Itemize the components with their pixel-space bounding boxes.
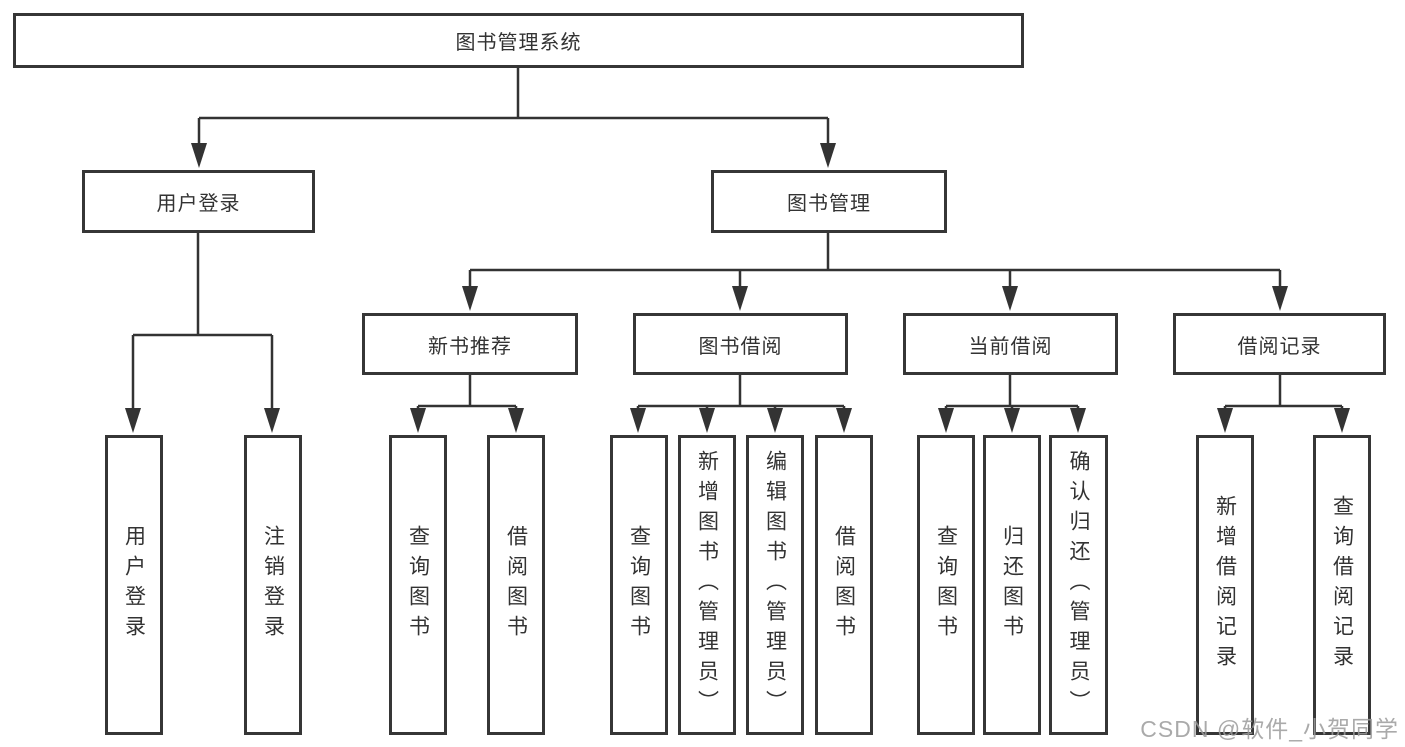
leaf-record-query-label: 查询借阅记录 <box>1330 495 1354 675</box>
connector-user-login <box>125 233 280 433</box>
leaf-current-return: 归还图书 <box>983 435 1041 735</box>
leaf-logout: 注销登录 <box>244 435 302 735</box>
leaf-borrow-add: 新增图书（管理员） <box>678 435 736 735</box>
leaf-record-add-label: 新增借阅记录 <box>1213 495 1237 675</box>
connector-current-borrow <box>938 375 1086 433</box>
node-borrow-records-label: 借阅记录 <box>1237 335 1322 358</box>
leaf-current-confirm: 确认归还（管理员） <box>1049 435 1108 735</box>
connector-new-book <box>410 375 524 433</box>
leaf-current-query: 查询图书 <box>917 435 975 735</box>
leaf-borrow-edit: 编辑图书（管理员） <box>746 435 804 735</box>
node-book-mgmt-label: 图书管理 <box>787 193 871 215</box>
csdn-watermark: CSDN @软件_小贺同学 <box>1140 716 1399 742</box>
leaf-newbook-query: 查询图书 <box>389 435 447 735</box>
leaf-borrow-borrow: 借阅图书 <box>815 435 873 735</box>
node-current-borrow-label: 当前借阅 <box>968 335 1053 358</box>
node-book-borrow: 图书借阅 <box>633 313 848 375</box>
leaf-newbook-borrow: 借阅图书 <box>487 435 545 735</box>
node-book-borrow-label: 图书借阅 <box>698 335 783 358</box>
node-new-book-rec: 新书推荐 <box>362 313 578 375</box>
leaf-record-query: 查询借阅记录 <box>1313 435 1371 735</box>
leaf-user-login: 用户登录 <box>105 435 163 735</box>
leaf-newbook-borrow-label: 借阅图书 <box>504 525 528 645</box>
node-user-login-label: 用户登录 <box>156 193 241 215</box>
connector-book-mgmt <box>462 233 1288 311</box>
node-user-login: 用户登录 <box>82 170 315 233</box>
leaf-borrow-add-label: 新增图书（管理员） <box>695 450 719 720</box>
leaf-logout-label: 注销登录 <box>261 525 285 645</box>
node-book-mgmt: 图书管理 <box>711 170 947 233</box>
leaf-current-return-label: 归还图书 <box>1000 525 1024 645</box>
node-root: 图书管理系统 <box>13 13 1024 68</box>
node-root-label: 图书管理系统 <box>455 32 582 54</box>
connector-book-borrow <box>630 375 852 433</box>
leaf-newbook-query-label: 查询图书 <box>406 525 430 645</box>
node-new-book-rec-label: 新书推荐 <box>428 335 512 358</box>
leaf-current-confirm-label: 确认归还（管理员） <box>1067 450 1090 720</box>
leaf-borrow-edit-label: 编辑图书（管理员） <box>763 450 787 720</box>
node-current-borrow: 当前借阅 <box>903 313 1118 375</box>
connector-borrow-records <box>1217 375 1350 433</box>
leaf-current-query-label: 查询图书 <box>934 525 958 645</box>
leaf-borrow-query: 查询图书 <box>610 435 668 735</box>
leaf-borrow-query-label: 查询图书 <box>627 525 651 645</box>
leaf-borrow-borrow-label: 借阅图书 <box>832 525 856 645</box>
connector-root-to-level2 <box>191 68 836 168</box>
leaf-user-login-label: 用户登录 <box>122 525 146 645</box>
leaf-record-add: 新增借阅记录 <box>1196 435 1254 735</box>
node-borrow-records: 借阅记录 <box>1173 313 1386 375</box>
